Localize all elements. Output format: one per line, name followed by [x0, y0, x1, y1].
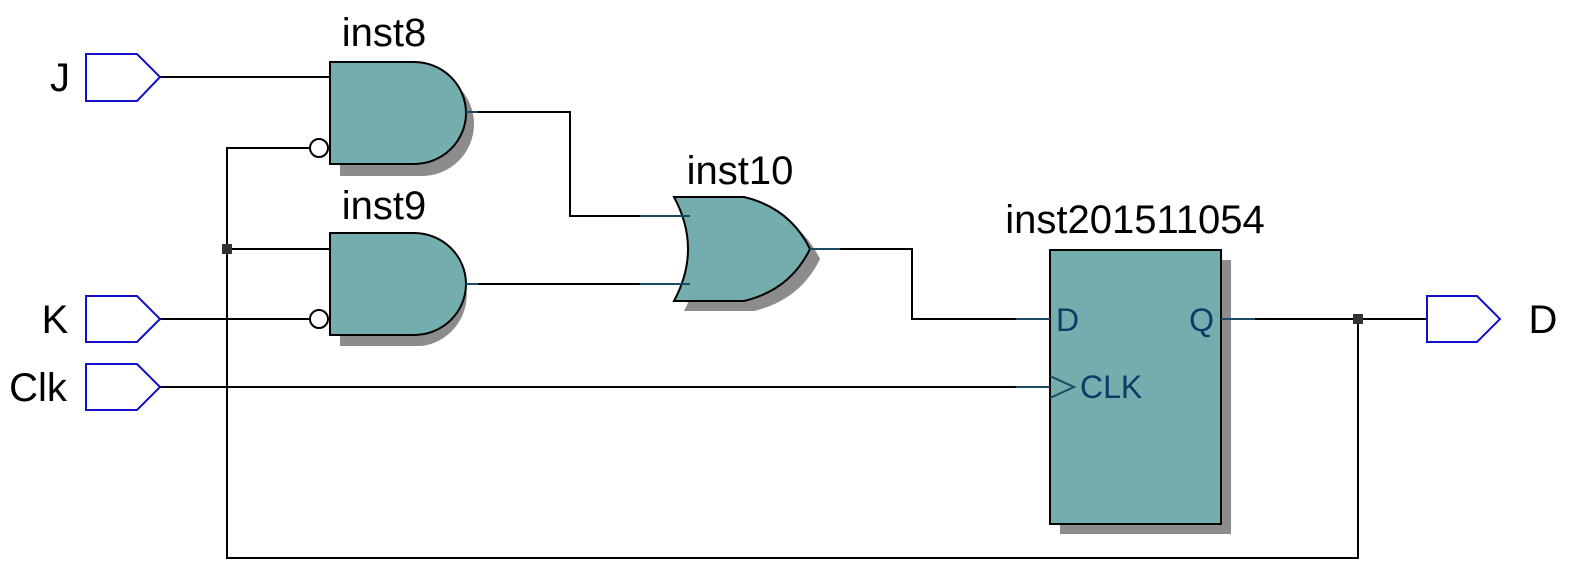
port-clk-label: Clk [9, 366, 68, 410]
output-port-d: D [1426, 295, 1558, 343]
d-flipflop-label: inst201511054 [1005, 198, 1265, 242]
d-flipflop-inst201511054: D Q CLK inst201511054 [1005, 198, 1265, 534]
and-gate-inst8: inst8 [309, 11, 478, 176]
and-gate-inst9: inst9 [309, 184, 478, 346]
junctions [222, 244, 1363, 324]
d-flipflop-pin-q: Q [1189, 302, 1214, 338]
port-d-out-label: D [1529, 298, 1558, 342]
d-flipflop-body [1049, 249, 1222, 525]
or-gate-inst10-label: inst10 [687, 149, 794, 193]
or-gate-inst10: inst10 [640, 149, 840, 311]
d-flipflop-pin-d: D [1056, 302, 1079, 338]
or-gate-inst10-body [672, 196, 812, 302]
wire-inst10-to-ff-d [808, 248, 1050, 320]
wire-inst8-to-inst10 [466, 111, 690, 217]
junction-dot-feedback [222, 244, 232, 254]
and-gate-inst9-body [329, 232, 467, 336]
port-j-label: J [50, 56, 70, 100]
port-clk-shape [85, 363, 162, 411]
port-k-shape [85, 295, 162, 343]
junction-dot-q [1353, 314, 1363, 324]
port-d-out-shape [1426, 295, 1502, 343]
inverter-bubble-icon [309, 309, 329, 329]
d-flipflop-pin-clk: CLK [1080, 369, 1142, 405]
inverter-bubble-icon [309, 138, 329, 158]
wire-feedback-loop [226, 147, 1359, 559]
port-j-shape [85, 53, 162, 102]
input-port-clk: Clk [9, 363, 162, 411]
wires [160, 76, 1427, 559]
input-port-k: K [42, 295, 162, 343]
port-k-label: K [42, 298, 69, 342]
input-port-j: J [50, 53, 162, 102]
and-gate-inst9-label: inst9 [342, 184, 427, 228]
and-gate-inst8-label: inst8 [342, 11, 427, 55]
and-gate-inst8-body [329, 61, 467, 165]
clock-triangle-icon [1049, 375, 1077, 399]
